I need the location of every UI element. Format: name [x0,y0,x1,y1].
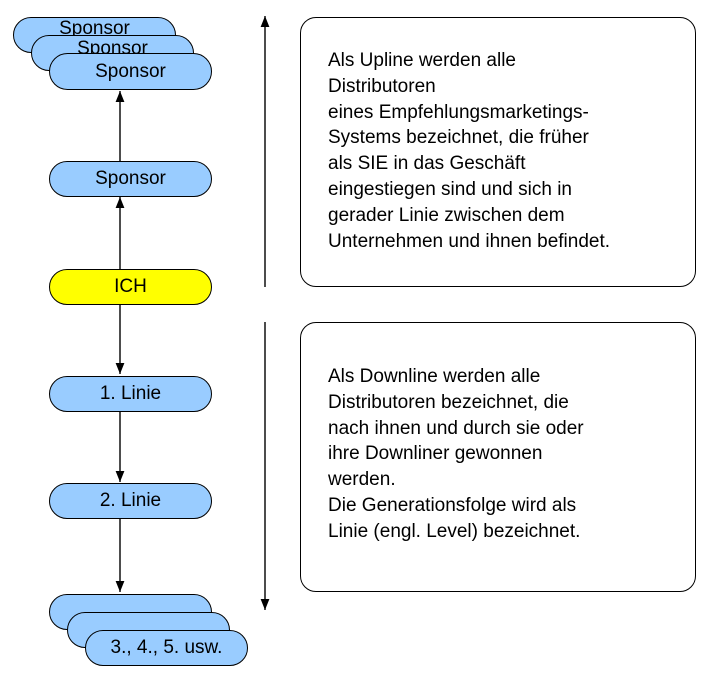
ich-node: ICH [49,269,212,305]
sponsor-node: Sponsor [49,161,212,197]
sponsor-node-top: Sponsor [49,53,212,90]
ich-node-label: ICH [114,276,147,297]
downline-description-text: Als Downline werden alle Distributoren b… [328,366,584,542]
upline-description-box: Als Upline werden alle Distributoren ein… [300,17,696,287]
sponsor-node-label: Sponsor [95,168,166,189]
sponsor-node-top-label: Sponsor [95,60,166,82]
upline-description-text: Als Upline werden alle Distributoren ein… [328,50,611,252]
further-levels-node-label: 3., 4., 5. usw. [110,637,223,658]
level2-node: 2. Linie [49,483,212,519]
level1-node-label: 1. Linie [99,383,162,404]
sponsor-node-stack-back-label: Sponsor [59,18,130,39]
level2-node-label: 2. Linie [99,490,162,511]
level1-node: 1. Linie [49,376,212,412]
downline-description-box: Als Downline werden alle Distributoren b… [300,322,696,592]
further-levels-node: 3., 4., 5. usw. [85,630,248,666]
